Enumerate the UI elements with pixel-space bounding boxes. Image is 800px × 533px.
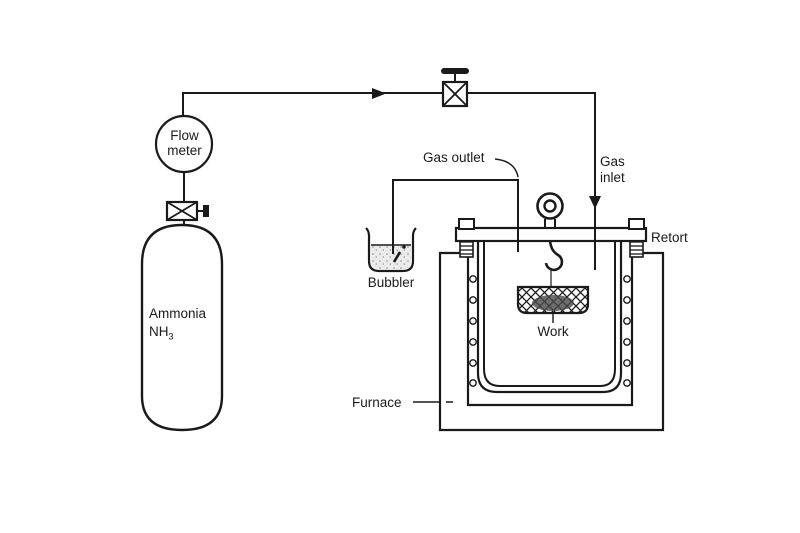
lid-bolt-right	[628, 218, 645, 258]
gas-inlet-label-line1: Gas	[600, 154, 625, 169]
gas-outlet-pipe	[392, 179, 519, 254]
flow-meter-label-line2: meter	[167, 143, 202, 158]
flow-meter-label-line1: Flow	[170, 128, 199, 143]
ammonia-name: Ammonia	[149, 306, 207, 321]
heater-ports-right	[623, 275, 631, 387]
gas-inlet-label-line2: inlet	[600, 170, 625, 185]
heater-ports-left	[469, 275, 477, 387]
ammonia-formula: NH3	[149, 324, 174, 342]
retort-wall-outer	[476, 241, 623, 394]
retort-lid	[454, 226, 648, 243]
flow-arrow-icon	[372, 88, 386, 99]
retort-wall-inner	[483, 241, 616, 387]
retort-label: Retort	[651, 230, 688, 245]
gas-inlet-arrow-icon	[589, 196, 601, 209]
control-valve-icon	[441, 68, 469, 108]
hook-icon	[544, 240, 564, 272]
flow-meter-label: Flow meter	[156, 128, 213, 158]
work-label: Work	[537, 324, 569, 339]
ammonia-cylinder	[140, 223, 224, 432]
gas-outlet-label: Gas outlet	[423, 150, 485, 165]
gas-inlet-label: Gas inlet	[600, 154, 625, 186]
ammonia-cylinder-label: Ammonia NH3	[149, 305, 206, 346]
lifting-eye-icon	[536, 192, 564, 228]
cylinder-valve-icon	[165, 200, 209, 222]
gas-outlet-leader-line	[494, 158, 519, 178]
furnace-label: Furnace	[352, 395, 402, 410]
lid-bolt-left	[458, 218, 475, 258]
work-piece-shadow	[532, 295, 574, 311]
bubbler-label: Bubbler	[367, 275, 415, 290]
gas-inlet-pipe	[182, 92, 596, 270]
bubbler-liquid	[371, 245, 411, 269]
bubble-marks	[392, 245, 406, 263]
bubbler-beaker	[365, 227, 417, 273]
flow-meter-body	[154, 114, 214, 174]
